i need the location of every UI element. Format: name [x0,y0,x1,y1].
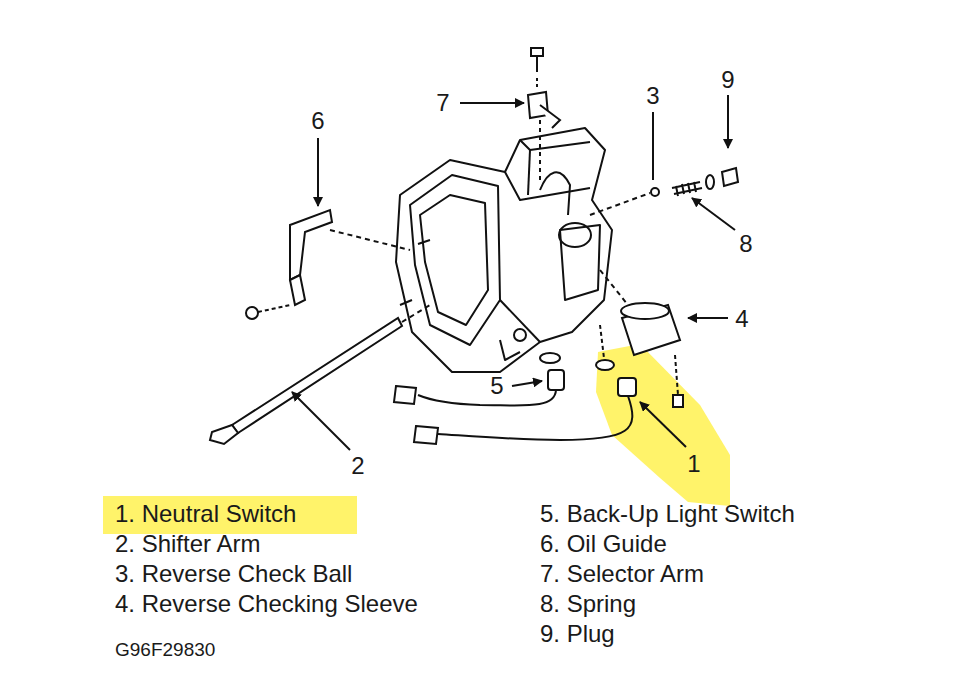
callout-number: 7 [436,90,449,116]
drawing-part [418,390,556,406]
oil-guide [246,210,410,319]
part-list-item: 6. Oil Guide [540,531,667,557]
drawing-part [559,223,591,247]
part-list-item: 7. Selector Arm [540,561,704,587]
drawing-part [688,317,728,319]
drawing-part [600,325,604,358]
drawing-part [651,188,659,196]
drawing-part [536,78,538,90]
drawing-part [672,182,702,196]
drawing-part [652,112,654,180]
drawing-part [722,168,738,186]
callout-number: 5 [490,373,503,399]
drawing-part [673,395,683,407]
drawing-part [548,370,564,390]
leader-arrows [292,95,735,450]
drawing-part [500,300,540,342]
drawing-part [414,426,438,444]
drawing-part [394,386,416,404]
selector-arm [528,48,560,180]
drawing-part [590,193,650,215]
callout-number: 8 [739,231,752,257]
drawing-part [246,307,258,319]
drawing-part [420,195,488,325]
callout-number: 2 [351,453,364,479]
drawing-part [596,360,614,370]
reverse-checking-sleeve [600,270,683,407]
drawing-part [258,305,290,312]
drawing-part [540,172,570,215]
callout-number: 6 [311,108,324,134]
part-list-item: 1. Neutral Switch [115,501,296,527]
drawing-part [290,210,332,280]
drawing-part [536,56,538,72]
drawing-part [290,275,305,305]
drawing-part [692,198,735,230]
drawing-part [514,329,526,341]
drawing-part [727,95,729,148]
callout-number: 9 [721,67,734,93]
callout-number: 1 [687,451,700,477]
part-list-item: 5. Back-Up Light Switch [540,501,795,527]
drawing-part [410,175,500,345]
drawing-part [317,138,319,206]
drawing-part [103,496,357,534]
drawing-part [402,305,430,322]
part-list-item: 2. Shifter Arm [115,531,260,557]
drawing-part [531,48,543,56]
part-list-item: 8. Spring [540,591,636,617]
drawing-part [500,340,520,360]
drawing-part [618,378,636,396]
drawing-part [520,140,590,150]
drawing-part [396,128,612,372]
drawing-part [438,396,632,440]
drawing-part [528,150,530,195]
drawing-part [540,353,560,363]
drawing-part [596,344,730,506]
drawing-part [706,175,714,189]
figure-code: G96F29830 [115,640,215,661]
transmission-case [396,128,612,372]
drawing-part [400,240,430,305]
drawing-part [600,270,628,305]
drawing-part [540,105,560,128]
part-list-item: 3. Reverse Check Ball [115,561,352,587]
drawing-part [640,402,686,447]
drawing-part [621,303,669,319]
drawing-part [330,230,410,250]
drawing-part [460,102,524,104]
shifter-arm [210,305,430,444]
part-list-item: 4. Reverse Checking Sleeve [115,591,418,617]
drawing-part [675,355,678,395]
drawing-part [539,120,541,180]
drawing-part [512,381,542,386]
callout-number: 4 [735,306,748,332]
callout-number: 3 [646,83,659,109]
switches-and-wires [394,325,636,444]
part-list-item: 9. Plug [540,621,615,647]
drawing-part [210,425,238,444]
drawing-part [292,392,350,450]
drawing-part [560,225,600,300]
reverse-check-parts [590,168,738,215]
